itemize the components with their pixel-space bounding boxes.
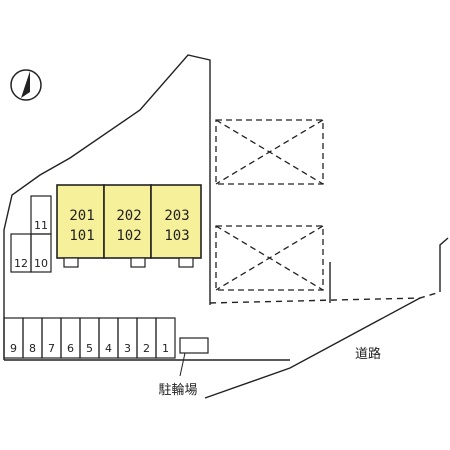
road-label: 道路: [355, 346, 381, 362]
parking-area-upper: [215, 119, 324, 185]
parking-slot-6: 6: [67, 342, 74, 355]
unit-lower-label: 102: [116, 228, 141, 244]
parking-slot-5: 5: [86, 342, 93, 355]
parking-slot-1: 1: [162, 342, 169, 355]
north-arrow-icon: [10, 69, 42, 101]
parking-slot-4: 4: [105, 342, 112, 355]
unit-lower-label: 101: [69, 228, 94, 244]
parking-slot-10: 10: [34, 257, 48, 270]
bicycle-parking-label: 駐輪場: [158, 382, 197, 398]
entrance-step: [63, 257, 79, 268]
unit-upper-label: 201: [69, 208, 94, 224]
bottom-slot-labels: 9 8 7 6 5 4 3 2 1: [10, 342, 169, 355]
building-201-101: 201 101: [56, 184, 105, 268]
parking-slot-12: 12: [14, 257, 28, 270]
bicycle-parking-area: [179, 337, 209, 354]
lot-boundary-dashed: [209, 291, 441, 304]
entrance-step: [130, 257, 146, 268]
lot-boundary: [3, 54, 331, 361]
left-parking-slots: [10, 195, 52, 273]
parking-slot-3: 3: [124, 342, 131, 355]
parking-area-lower: [215, 225, 324, 291]
building-202-102: 202 102: [103, 184, 152, 268]
parking-slot-11: 11: [34, 219, 48, 232]
bottom-parking-slots: [3, 317, 176, 359]
unit-upper-label: 202: [116, 208, 141, 224]
unit-lower-label: 103: [164, 228, 189, 244]
building-203-103: 203 103: [150, 184, 202, 268]
parking-slot-7: 7: [48, 342, 55, 355]
road-edge: [204, 237, 449, 399]
entrance-step: [178, 257, 194, 268]
unit-upper-label: 203: [164, 208, 189, 224]
parking-slot-9: 9: [10, 342, 17, 355]
parking-slot-8: 8: [29, 342, 36, 355]
bicycle-parking-leader: [179, 352, 186, 377]
parking-slot-2: 2: [143, 342, 150, 355]
